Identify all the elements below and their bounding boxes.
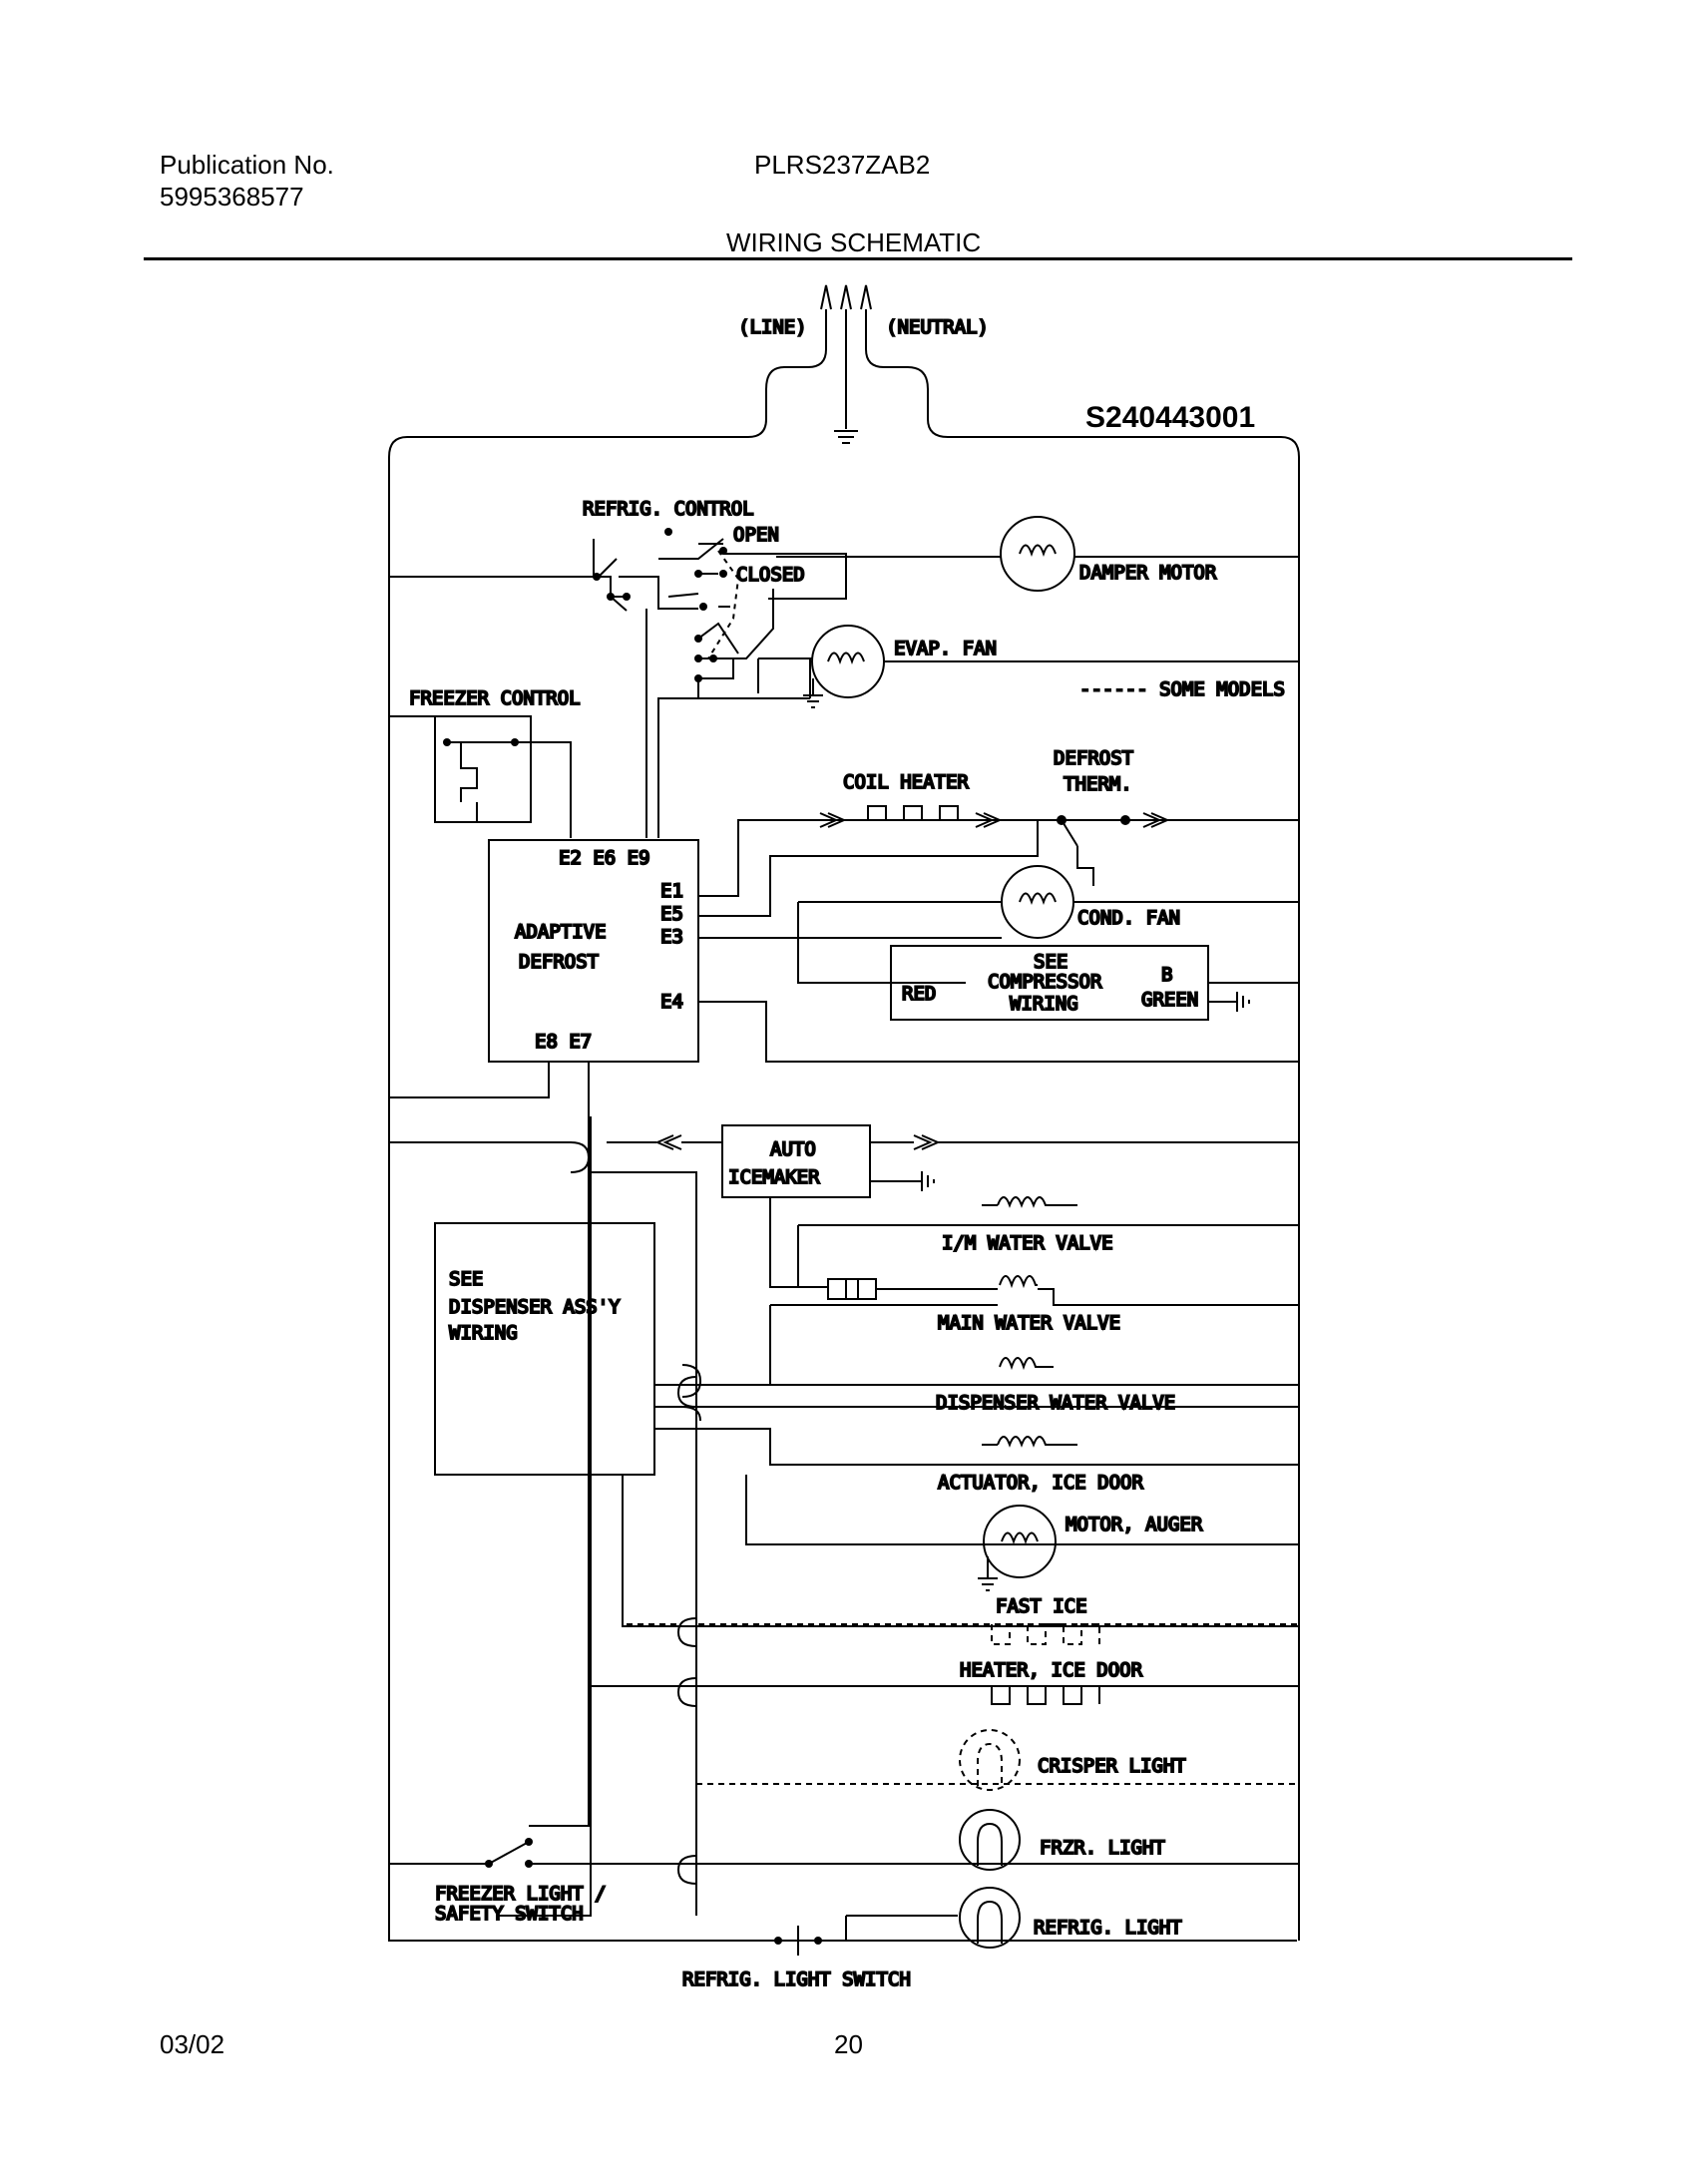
- see-dispenser-label-2: DISPENSER ASS'Y: [449, 1296, 621, 1318]
- im-water-valve: [769, 1196, 1299, 1300]
- closed-label: CLOSED: [736, 564, 805, 586]
- e2-e6-e9-label: E2 E6 E9: [559, 847, 650, 869]
- main-water-valve-label: MAIN WATER VALVE: [938, 1312, 1120, 1334]
- crisper-light: [696, 1729, 1299, 1791]
- model-number: PLRS237ZAB2: [754, 150, 931, 180]
- damper-motor: [776, 516, 1299, 592]
- red-label: RED: [902, 983, 936, 1005]
- heater-ice-door: [591, 1685, 1299, 1705]
- e1-label: E1: [660, 880, 683, 902]
- heater-ice-door-label: HEATER, ICE DOOR: [960, 1659, 1143, 1681]
- freezer-light-switch-contacts: [485, 1838, 533, 1868]
- header-rule: [144, 257, 1572, 260]
- main-water-valve: [769, 1275, 1299, 1385]
- crisper-light-label: CRISPER LIGHT: [1038, 1755, 1186, 1777]
- defrost-therm: [1038, 812, 1299, 886]
- refrig-light-switch-contacts: [774, 1937, 822, 1945]
- motor-auger: [746, 1505, 1057, 1591]
- refrig-control-contacts: [593, 528, 727, 682]
- e8-e7-label: E8 E7: [535, 1031, 592, 1053]
- compressor-label: COMPRESSOR: [988, 971, 1102, 993]
- fast-ice-label: FAST ICE: [996, 1595, 1087, 1617]
- defrost-board-outputs: [389, 1062, 592, 1917]
- publication-label: Publication No.: [160, 150, 334, 180]
- page-number: 20: [834, 2029, 863, 2059]
- icemaker-row: [389, 1124, 1299, 1916]
- auto-label: AUTO: [770, 1138, 816, 1160]
- dispenser-box: [434, 1222, 1299, 1627]
- freezer-control-contacts: [443, 738, 519, 746]
- diagram-part-number: S240443001: [1085, 401, 1256, 434]
- dispenser-water-valve: [999, 1357, 1054, 1371]
- coil-heater: [738, 805, 1038, 828]
- evap-fan: [698, 625, 1299, 708]
- dispenser-water-valve-label: DISPENSER WATER VALVE: [936, 1392, 1175, 1414]
- defrost-therm-contacts: [1057, 815, 1130, 825]
- compressor-see-label: SEE: [1034, 951, 1068, 973]
- see-dispenser-label-3: WIRING: [449, 1322, 518, 1344]
- e3-label: E3: [660, 926, 683, 948]
- defrost-label: DEFROST: [519, 951, 599, 973]
- defrost-therm-label-2: THERM.: [1064, 773, 1132, 795]
- publication-number: 5995368577: [160, 182, 304, 212]
- im-water-valve-label: I/M WATER VALVE: [942, 1232, 1113, 1254]
- some-models-label: ------ SOME MODELS: [1079, 678, 1285, 700]
- damper-motor-label: DAMPER MOTOR: [1079, 562, 1217, 584]
- refrig-light-switch-label: REFRIG. LIGHT SWITCH: [682, 1968, 911, 1990]
- refrig-light-switch: [778, 1916, 847, 1956]
- freezer-control: [388, 715, 572, 1105]
- defrost-therm-label-1: DEFROST: [1054, 747, 1133, 769]
- frzr-light-label: FRZR. LIGHT: [1040, 1837, 1165, 1859]
- line-label: (LINE): [738, 316, 807, 338]
- coil-heater-label: COIL HEATER: [843, 771, 969, 793]
- refrig-light-label: REFRIG. LIGHT: [1034, 1917, 1182, 1939]
- freezer-light-safety-switch: [389, 1062, 590, 1865]
- main-rails: [388, 436, 1300, 1942]
- freezer-light-label-2: SAFETY SWITCH: [435, 1903, 584, 1925]
- adaptive-label: ADAPTIVE: [515, 921, 607, 943]
- actuator-ice-door: [982, 1436, 1077, 1448]
- footer-date: 03/02: [160, 2029, 225, 2059]
- freezer-control-label: FREEZER CONTROL: [409, 687, 581, 709]
- refrig-light: [846, 1887, 1021, 1949]
- icemaker-label: ICEMAKER: [728, 1166, 820, 1188]
- green-label: GREEN: [1141, 989, 1198, 1011]
- cond-fan: [797, 865, 1299, 984]
- cond-fan-label: COND. FAN: [1077, 907, 1180, 929]
- bus-crossovers: [676, 1376, 697, 1885]
- compressor-box: [890, 945, 1299, 1021]
- evap-fan-label: EVAP. FAN: [894, 638, 997, 659]
- see-dispenser-label-1: SEE: [449, 1268, 483, 1290]
- frzr-light: [589, 1809, 1299, 1871]
- motor-auger-label: MOTOR, AUGER: [1066, 1514, 1203, 1535]
- ground-icon: [834, 430, 858, 444]
- b-label: B: [1161, 964, 1172, 986]
- neutral-label: (NEUTRAL): [886, 316, 989, 338]
- fast-ice: [622, 1475, 1299, 1645]
- actuator-ice-door-label: ACTUATOR, ICE DOOR: [938, 1472, 1143, 1494]
- power-plug: [407, 284, 1281, 438]
- freezer-light-label-1: FREEZER LIGHT /: [435, 1883, 607, 1905]
- refrig-control: [389, 538, 847, 838]
- section-title: WIRING SCHEMATIC: [726, 227, 982, 257]
- compressor-wiring-label: WIRING: [1010, 993, 1078, 1015]
- refrig-control-label: REFRIG. CONTROL: [583, 498, 754, 520]
- open-label: OPEN: [733, 524, 779, 546]
- e5-label: E5: [660, 903, 683, 925]
- e4-label: E4: [660, 991, 683, 1013]
